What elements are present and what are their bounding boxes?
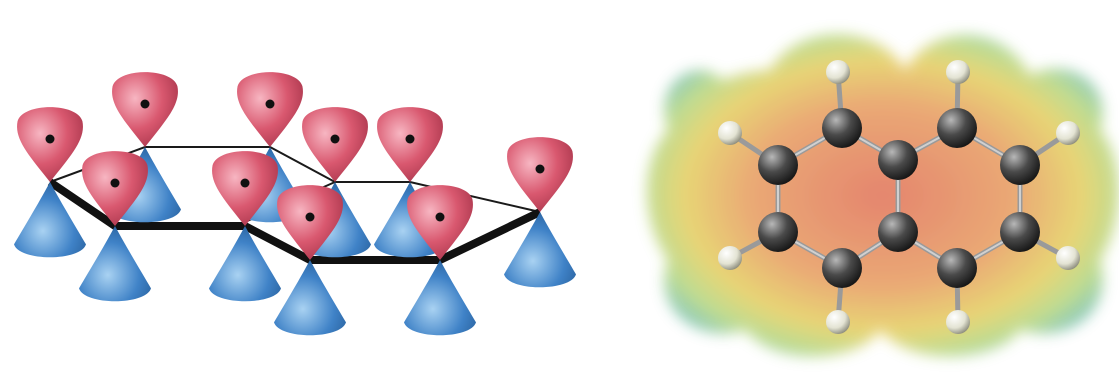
electron-dot — [241, 179, 250, 188]
upper-lobe — [377, 107, 443, 182]
hydrogen-atom — [826, 60, 850, 84]
electron-dot — [536, 165, 545, 174]
hydrogen-atom — [1056, 121, 1080, 145]
carbon-atom — [758, 212, 798, 252]
carbon-atom — [937, 108, 977, 148]
lower-lobe — [274, 260, 346, 335]
carbon-atom — [878, 140, 918, 180]
carbon-atom — [822, 248, 862, 288]
electron-dot — [436, 213, 445, 222]
electrostatic-potential-map — [647, 34, 1119, 356]
electron-density-surface — [647, 34, 1119, 356]
upper-lobe — [302, 107, 368, 182]
hydrogen-atom — [1056, 246, 1080, 270]
upper-lobe — [237, 72, 303, 147]
hydrogen-atom — [826, 310, 850, 334]
electron-dot — [111, 179, 120, 188]
electron-dot — [306, 213, 315, 222]
p-orbital — [504, 137, 576, 287]
carbon-atom — [878, 212, 918, 252]
carbon-atom — [822, 108, 862, 148]
lower-lobe — [79, 226, 151, 301]
carbon-atom — [1000, 145, 1040, 185]
hydrogen-atom — [946, 60, 970, 84]
electron-dot — [266, 100, 275, 109]
carbon-atom — [1000, 212, 1040, 252]
electron-dot — [141, 100, 150, 109]
hydrogen-atom — [718, 121, 742, 145]
electron-dot — [406, 135, 415, 144]
p-orbitals — [14, 72, 576, 335]
upper-lobe — [17, 107, 83, 182]
p-orbital-diagram — [14, 72, 576, 335]
carbon-atom — [937, 248, 977, 288]
electron-dot — [46, 135, 55, 144]
upper-lobe — [112, 72, 178, 147]
lower-lobe — [14, 182, 86, 257]
upper-lobe — [507, 137, 573, 212]
hydrogen-atom — [946, 310, 970, 334]
p-orbital — [14, 107, 86, 257]
lower-lobe — [404, 260, 476, 335]
hydrogen-atom — [718, 246, 742, 270]
electron-dot — [331, 135, 340, 144]
carbon-atom — [758, 145, 798, 185]
